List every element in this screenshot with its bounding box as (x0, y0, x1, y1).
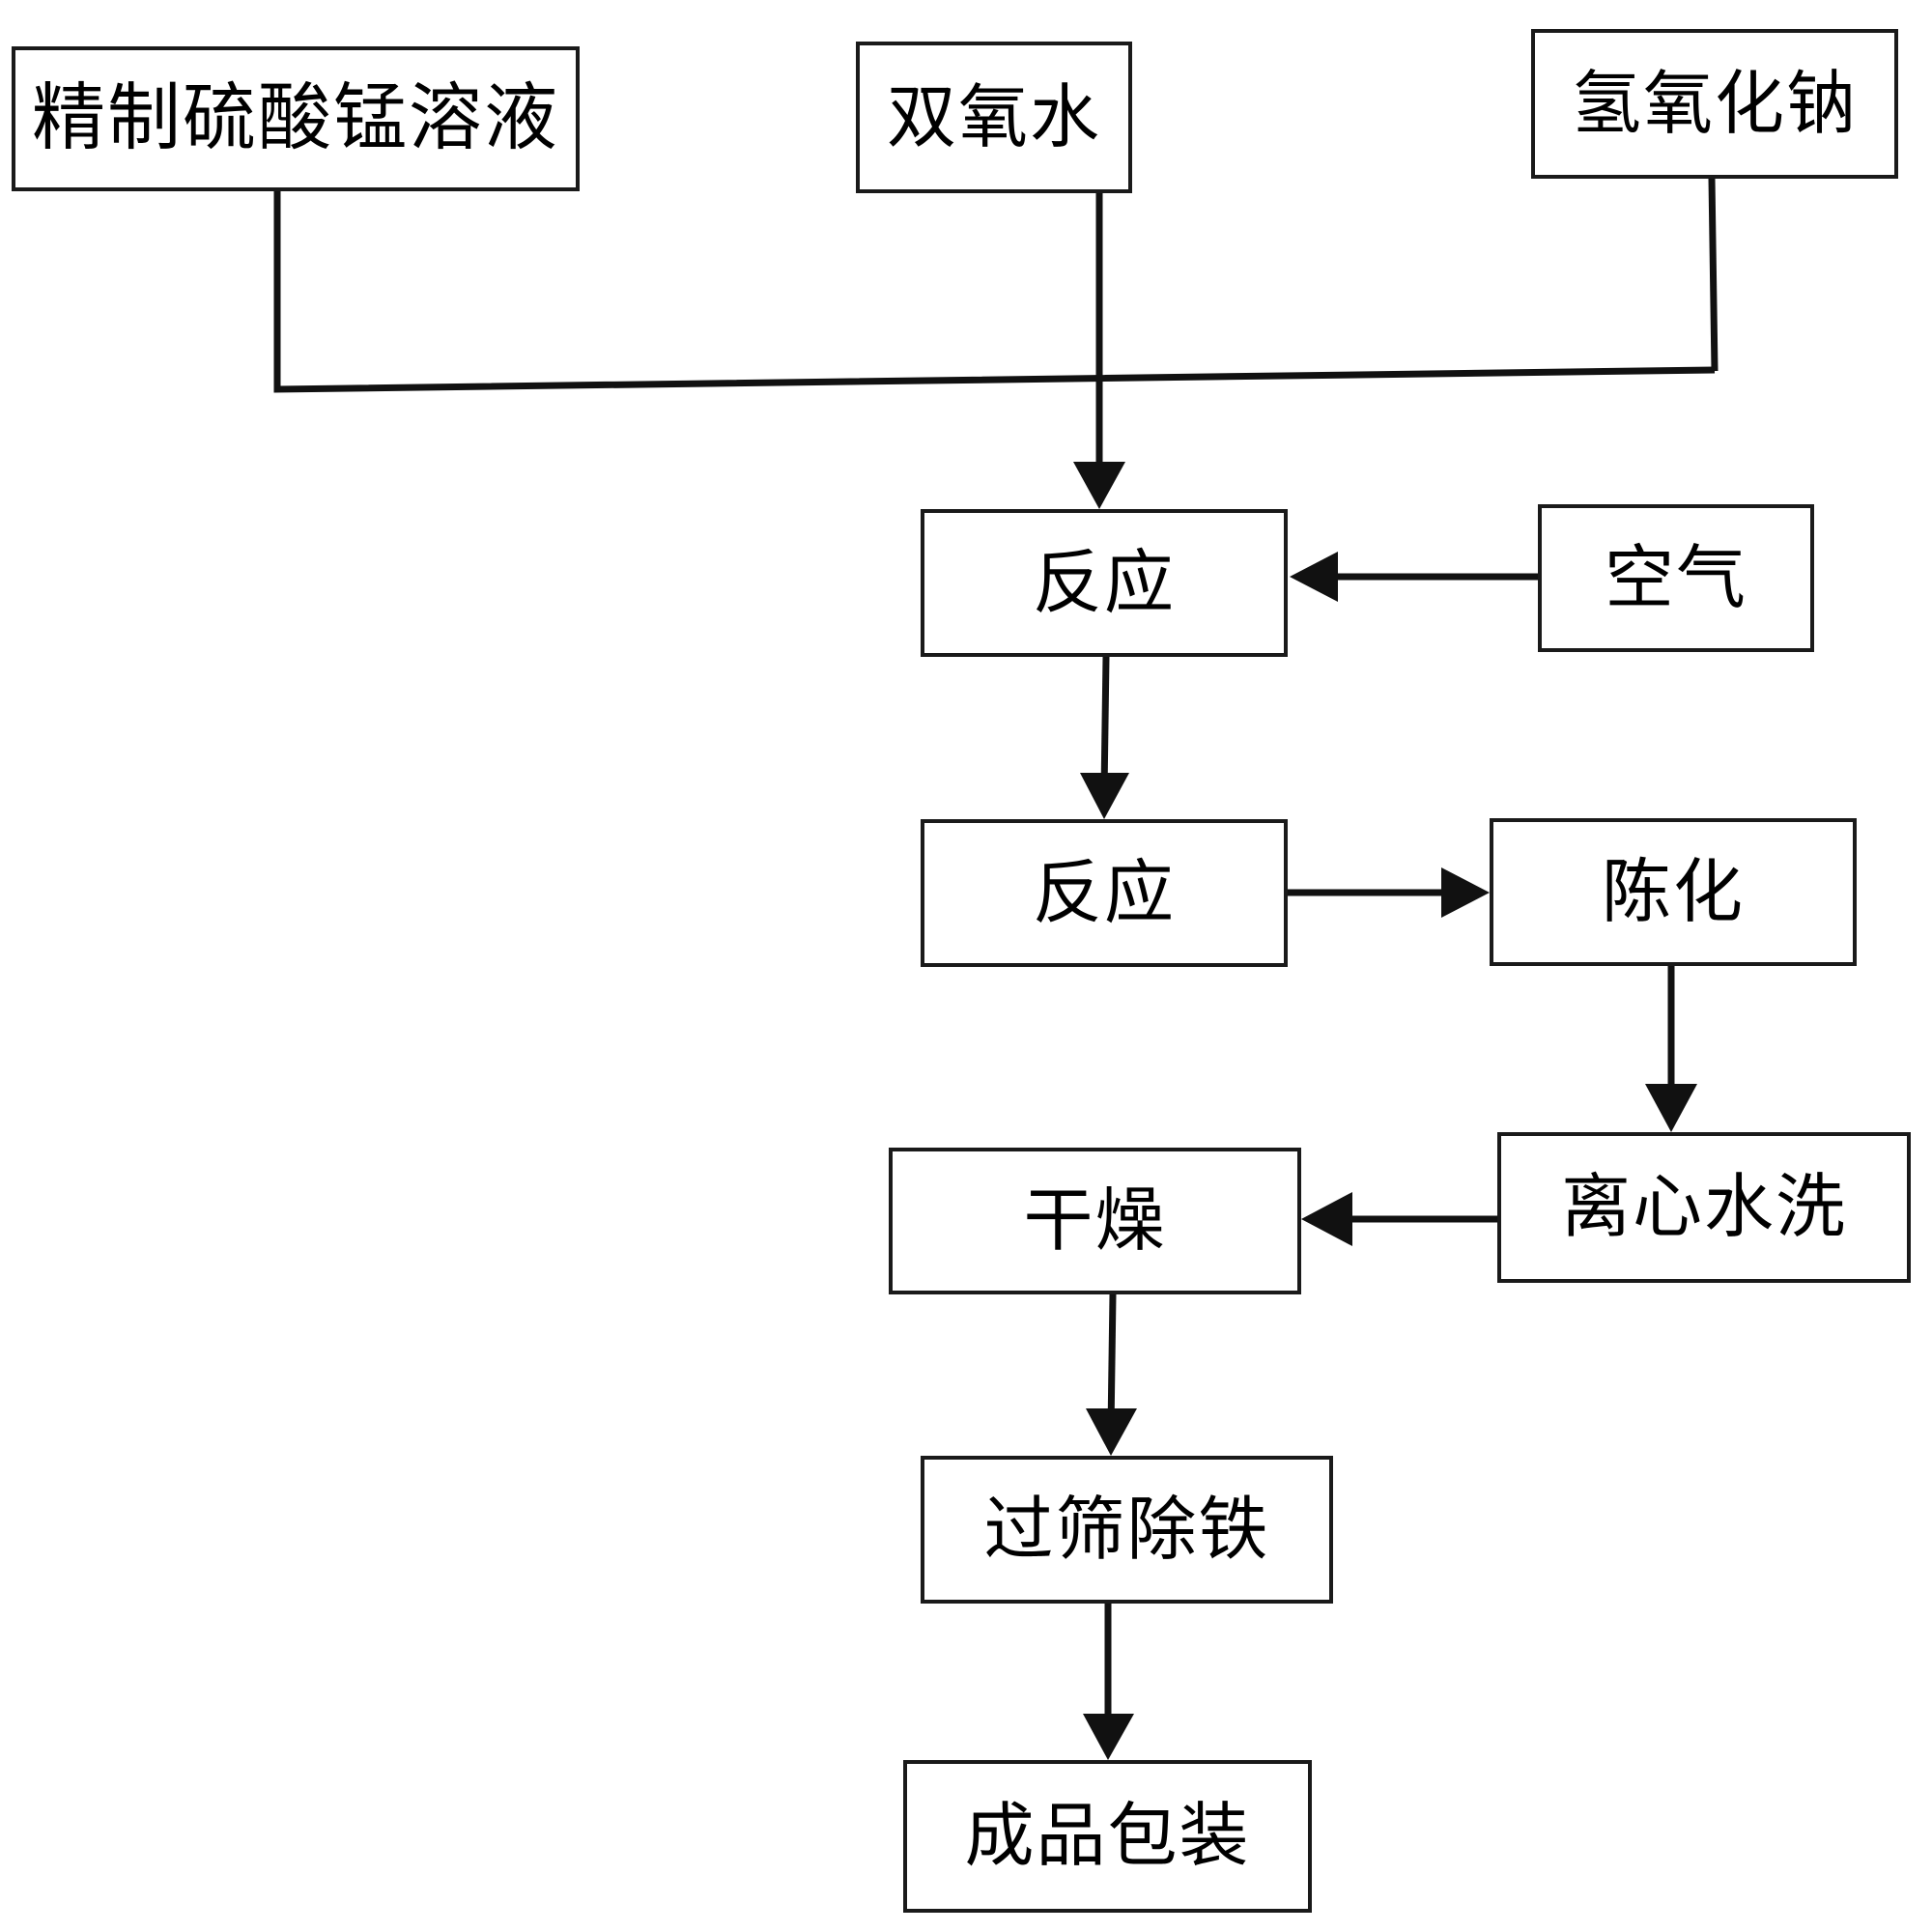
edge-manganese-to-junction (273, 191, 1716, 393)
edge-naoh-to-junction (1708, 178, 1719, 372)
node-centrifugal-water-washing[interactable]: 离心水洗 (1497, 1132, 1911, 1283)
arrowhead-reaction-1-to-reaction-2 (1080, 773, 1129, 819)
arrowhead-h2o2-to-reaction-1 (1073, 462, 1125, 509)
edge-drying-to-sieving (1107, 1293, 1117, 1431)
arrowhead-reaction-2-to-aging (1441, 867, 1490, 918)
node-label: 双氧水 (886, 78, 1101, 156)
arrowhead-centrifugal-to-drying (1301, 1192, 1352, 1246)
arrowhead-drying-to-sieving (1086, 1408, 1137, 1456)
node-sodium-hydroxide[interactable]: 氢氧化钠 (1531, 29, 1898, 179)
node-label: 过筛除铁 (983, 1491, 1270, 1569)
node-label: 反应 (1032, 544, 1176, 622)
node-reaction-2[interactable]: 反应 (921, 819, 1288, 967)
node-label: 反应 (1032, 854, 1176, 932)
node-reaction-1[interactable]: 反应 (921, 509, 1288, 657)
node-sieving-iron-removal[interactable]: 过筛除铁 (921, 1456, 1333, 1604)
node-air[interactable]: 空气 (1538, 504, 1814, 652)
node-finished-product-packaging[interactable]: 成品包装 (903, 1760, 1312, 1913)
node-label: 空气 (1604, 539, 1747, 617)
node-label: 干燥 (1023, 1182, 1167, 1260)
arrowhead-air-to-reaction-1 (1290, 552, 1338, 602)
node-hydrogen-peroxide[interactable]: 双氧水 (856, 42, 1132, 193)
node-label: 精制硫酸锰溶液 (32, 78, 559, 159)
node-refined-manganese-sulfate-solution[interactable]: 精制硫酸锰溶液 (12, 46, 580, 191)
arrowhead-aging-to-centrifugal (1645, 1084, 1697, 1132)
node-label: 陈化 (1601, 853, 1745, 931)
node-drying[interactable]: 干燥 (889, 1148, 1301, 1294)
edge-reaction-1-to-reaction-2 (1100, 656, 1110, 793)
node-label: 成品包装 (964, 1798, 1251, 1875)
arrowhead-sieving-to-packaging (1083, 1714, 1134, 1760)
node-label: 离心水洗 (1560, 1169, 1847, 1246)
node-aging[interactable]: 陈化 (1490, 818, 1857, 966)
node-label: 氢氧化钠 (1571, 65, 1858, 143)
